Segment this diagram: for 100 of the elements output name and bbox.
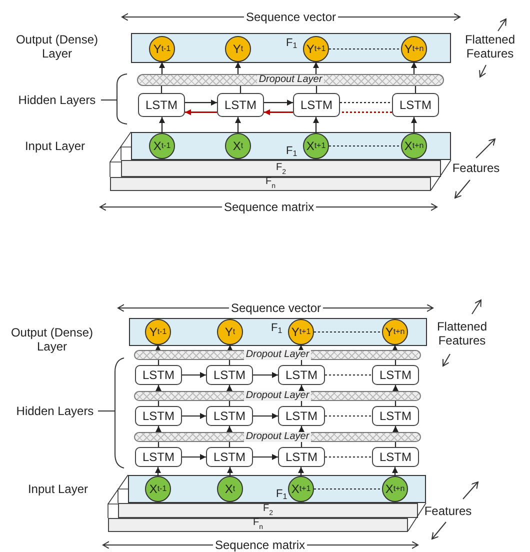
arrow <box>159 117 165 133</box>
arrow <box>185 100 217 106</box>
layer-label: Output (Dense) Layer <box>10 326 94 354</box>
connector-line <box>394 360 396 365</box>
connector-line <box>158 442 160 447</box>
arrow <box>264 100 293 106</box>
arrow <box>298 385 304 391</box>
connector-line <box>394 401 396 406</box>
dotted-connector <box>329 145 401 147</box>
feature-label: F$_{1}$ <box>276 489 288 500</box>
layer-band <box>131 33 451 63</box>
connector-line <box>394 442 396 447</box>
layer-band <box>129 318 427 346</box>
connector-line <box>414 86 416 93</box>
connector-line <box>316 86 318 93</box>
connector-line <box>160 86 162 93</box>
layer-band <box>131 132 451 160</box>
arrow <box>156 426 162 432</box>
arrow <box>235 117 241 133</box>
dotted-connector <box>325 456 372 458</box>
arrow <box>227 467 233 476</box>
lstm-cell-box: LSTM <box>372 365 419 385</box>
connector-line <box>228 401 230 406</box>
lstm-cell-box: LSTM <box>206 406 253 426</box>
lstm-cell-box: LSTM <box>206 365 253 385</box>
dotted-connector <box>314 488 382 490</box>
layer-label: Dropout Layer <box>244 432 312 442</box>
lstm-cell-box: LSTM <box>206 447 253 467</box>
feature-label: Flattened Features <box>436 320 488 348</box>
layer-label: Hidden Layers <box>18 92 96 108</box>
arrow <box>298 467 304 476</box>
arrow <box>392 385 398 391</box>
arrow <box>185 109 217 116</box>
dimension-label: Sequence matrix <box>212 538 308 552</box>
lstm-cell-box: LSTM <box>278 365 325 385</box>
arrow <box>313 117 319 133</box>
arrow <box>411 62 417 74</box>
dotted-connector <box>314 331 382 333</box>
arrow <box>155 467 161 476</box>
dotted-connector <box>340 111 392 113</box>
arrow <box>392 345 398 351</box>
connector-line <box>300 360 302 365</box>
arrow <box>182 372 206 378</box>
layer-label: Dropout Layer <box>256 75 324 85</box>
feature-slab: F$_{n}$ <box>110 177 431 191</box>
lstm-cell-box: LSTM <box>217 93 264 117</box>
feature-label: Features <box>424 504 472 518</box>
arrow <box>182 454 206 460</box>
lstm-cell-box: LSTM <box>293 93 340 117</box>
feature-slab: F$_{2}$ <box>121 160 441 177</box>
feature-slab: F$_{n}$ <box>108 518 408 532</box>
arrow <box>227 345 233 351</box>
connector-line <box>158 360 160 365</box>
feature-slab: F$_{2}$ <box>118 503 418 518</box>
arrow <box>156 385 162 391</box>
arrow <box>155 345 161 351</box>
layer-label: Hidden Layers <box>16 404 94 418</box>
lstm-cell-box: LSTM <box>135 447 182 467</box>
connector-line <box>300 401 302 406</box>
dimension-label: Sequence matrix <box>222 200 316 214</box>
lstm-cell-box: LSTM <box>135 365 182 385</box>
dimension-label: Sequence vector <box>244 10 338 24</box>
lstm-cell-box: LSTM <box>372 406 419 426</box>
lstm-cell-box: LSTM <box>135 406 182 426</box>
dotted-connector <box>325 415 372 417</box>
arrow <box>159 62 165 74</box>
arrow <box>392 426 398 432</box>
layer-label: Input Layer <box>28 482 88 496</box>
connector-line <box>228 360 230 365</box>
layer-label: Dropout Layer <box>244 350 312 360</box>
dotted-connector <box>329 48 401 50</box>
feature-label: Features <box>452 160 500 176</box>
arrow <box>298 426 304 432</box>
dropout-layer-band <box>134 432 421 442</box>
layer-label: Dropout Layer <box>244 391 312 401</box>
connector-line <box>228 442 230 447</box>
lstm-cell-box: LSTM <box>392 93 439 117</box>
lstm-cell-box: LSTM <box>278 406 325 426</box>
dropout-layer-band <box>137 74 444 86</box>
arrow <box>253 413 278 419</box>
arrow <box>392 467 398 476</box>
arrow <box>264 109 293 116</box>
arrow <box>253 454 278 460</box>
lstm-cell-box: LSTM <box>372 447 419 467</box>
lstm-cell-box: LSTM <box>138 93 185 117</box>
dimension-label: Sequence vector <box>228 300 324 316</box>
arrow <box>182 413 206 419</box>
dotted-connector <box>325 374 372 376</box>
layer-label: Input Layer <box>24 138 86 154</box>
arrow <box>411 117 417 133</box>
connector-line <box>158 401 160 406</box>
dropout-layer-band <box>134 391 421 401</box>
dropout-layer-band <box>134 350 421 360</box>
connector-line <box>300 442 302 447</box>
arrow <box>226 385 232 391</box>
arrow <box>298 345 304 351</box>
layer-label: Output (Dense) Layer <box>14 32 100 62</box>
feature-label: F$_{1}$ <box>286 38 298 49</box>
lstm-cell-box: LSTM <box>278 447 325 467</box>
feature-label: F$_{1}$ <box>286 146 298 157</box>
